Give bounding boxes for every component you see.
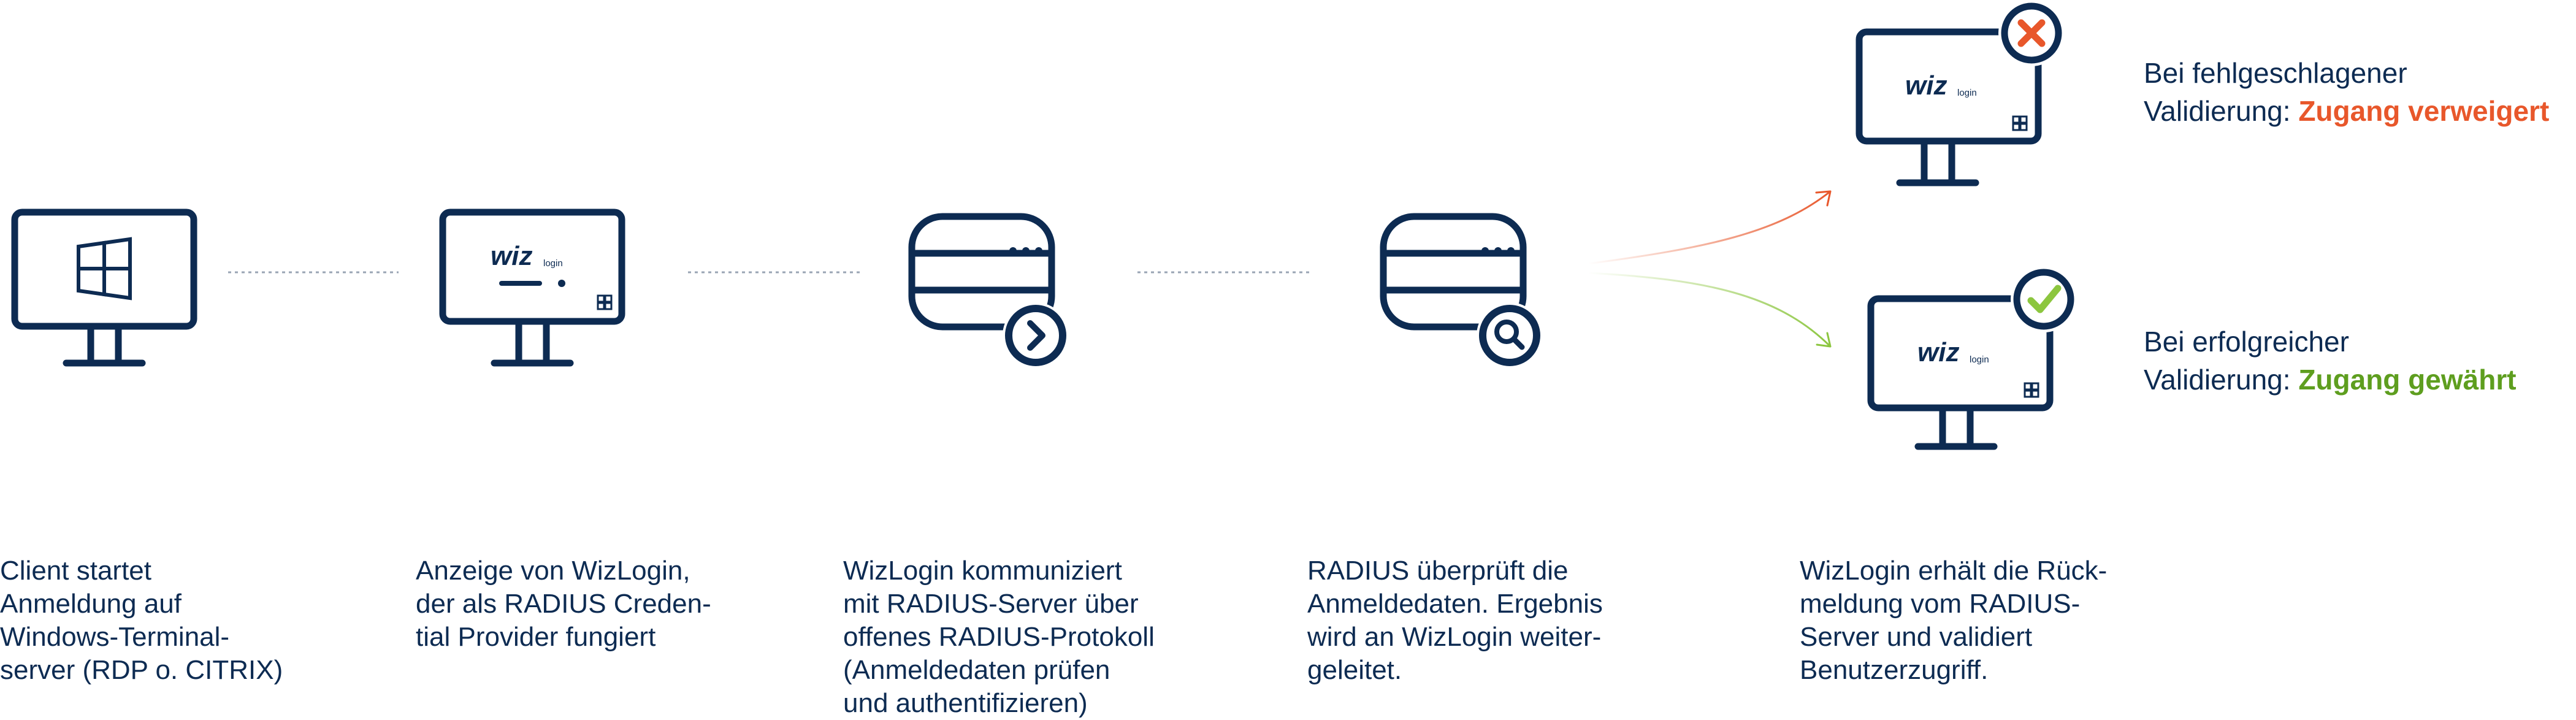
wizlogin-logo-suffix: login: [1970, 354, 1989, 365]
wizlogin-logo: wiz: [1905, 71, 1947, 101]
outcome-fail-line1: Bei fehlgeschlagener: [2144, 57, 2407, 89]
caption-line: offenes RADIUS-Protokoll: [843, 622, 1155, 652]
caption-line: Windows-Terminal-: [0, 622, 230, 652]
caption-line: RADIUS überprüft die: [1307, 556, 1569, 586]
submit-dot: [558, 280, 565, 287]
wizlogin-logo: wiz: [1917, 337, 1959, 367]
outcome-success-result: Zugang gewährt: [2298, 364, 2517, 396]
close-icon: [2017, 19, 2046, 47]
caption-line: Anmeldedaten. Ergebnis: [1307, 589, 1603, 619]
caption-line: Benutzerzugriff.: [1800, 655, 1989, 685]
outcome-fail: Bei fehlgeschlagener Validierung: Zugang…: [2144, 54, 2549, 130]
check-icon: [2027, 285, 2062, 313]
magnifier-icon: [1494, 320, 1519, 344]
database-search-icon: [1380, 213, 1543, 369]
caption-line: Anzeige von WizLogin,: [416, 556, 690, 586]
caption-line: tial Provider fungiert: [416, 622, 656, 652]
wizlogin-monitor-denied-icon: wiz login: [1856, 0, 2065, 186]
wizlogin-monitor-icon: wiz login: [439, 209, 625, 367]
caption-line: server (RDP o. CITRIX): [0, 655, 283, 685]
caption-line: wird an WizLogin weiter-: [1307, 622, 1602, 652]
chevron-right-icon: [1027, 320, 1045, 351]
database-forward-icon: [908, 213, 1069, 369]
step-caption-2: Anzeige von WizLogin,der als RADIUS Cred…: [416, 554, 711, 654]
caption-line: Anmeldung auf: [0, 589, 182, 619]
wizlogin-logo-suffix: login: [1957, 88, 1977, 98]
windows-monitor-icon: [11, 209, 197, 367]
windows-small-icon: [597, 294, 613, 310]
wizlogin-logo: wiz: [491, 241, 532, 271]
caption-line: und authentifizieren): [843, 688, 1088, 718]
success-arrow: [1588, 272, 1832, 348]
outcome-success: Bei erfolgreicher Validierung: Zugang ge…: [2144, 323, 2517, 399]
fail-arrow: [1588, 190, 1832, 265]
wizlogin-logo-suffix: login: [543, 258, 563, 269]
windows-logo-icon: [77, 237, 132, 301]
caption-line: Client startet: [0, 556, 151, 586]
outcome-success-line1: Bei erfolgreicher: [2144, 326, 2349, 358]
caption-line: Server und validiert: [1800, 622, 2033, 652]
outcome-success-prefix: Validierung:: [2144, 364, 2299, 396]
caption-line: geleitet.: [1307, 655, 1402, 685]
caption-line: der als RADIUS Creden-: [416, 589, 711, 619]
caption-line: mit RADIUS-Server über: [843, 589, 1139, 619]
caption-line: WizLogin erhält die Rück-: [1800, 556, 2108, 586]
caption-line: meldung vom RADIUS-: [1800, 589, 2081, 619]
caption-line: WizLogin kommuniziert: [843, 556, 1122, 586]
outcome-fail-prefix: Validierung:: [2144, 95, 2299, 127]
outcome-fail-result: Zugang verweigert: [2298, 95, 2550, 127]
wizlogin-monitor-granted-icon: wiz login: [1867, 266, 2077, 450]
step-caption-5: WizLogin erhält die Rück-meldung vom RAD…: [1800, 554, 2107, 687]
caption-line: (Anmeldedaten prüfen: [843, 655, 1110, 685]
